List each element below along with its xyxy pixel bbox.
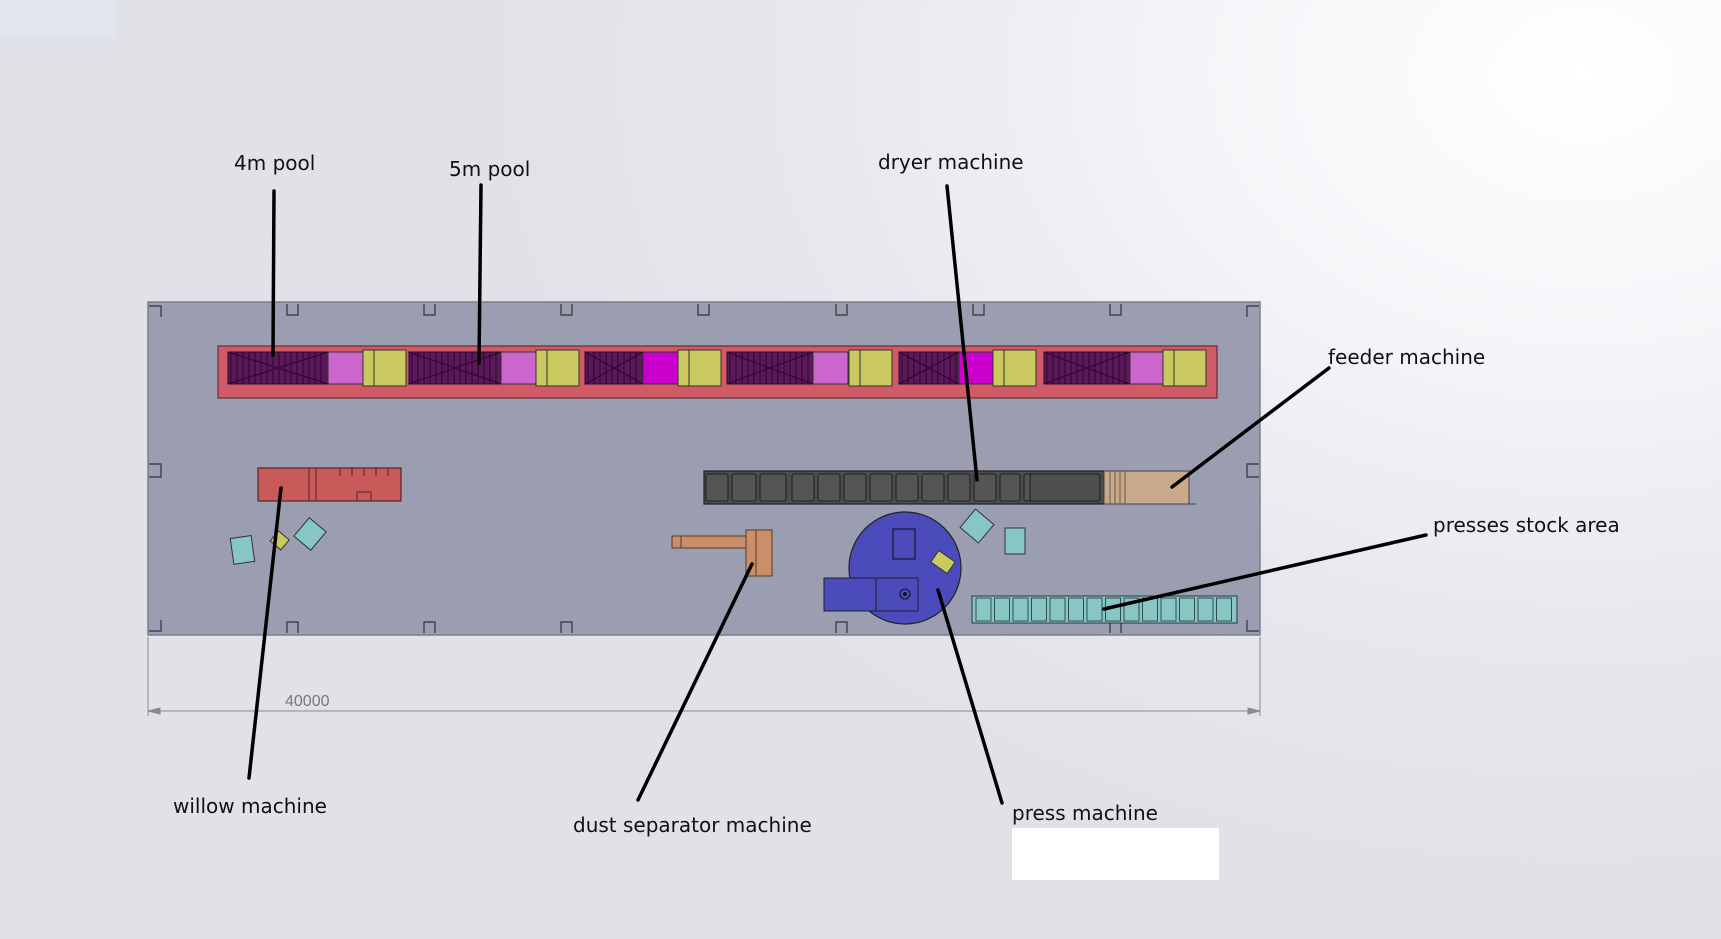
leader-feeder [1170, 366, 1331, 489]
pool-line [217, 345, 1218, 399]
dryer-machine [703, 470, 1105, 505]
leader-4m-pool [271, 189, 276, 357]
label-press-machine: press machine [1012, 801, 1158, 825]
label-4m-pool: 4m pool [234, 151, 316, 175]
leader-lines [247, 183, 1428, 805]
label-5m-pool: 5m pool [449, 157, 531, 181]
corner-tab [0, 0, 116, 37]
label-presses-stock-area: presses stock area [1433, 513, 1620, 537]
label-feeder-machine: feeder machine [1328, 345, 1486, 369]
label-dust-separator-machine: dust separator machine [573, 813, 812, 837]
label-dryer-machine: dryer machine [878, 150, 1024, 174]
press-machine [823, 508, 1026, 625]
width-dimension-line [147, 637, 1261, 716]
leader-willow [247, 486, 283, 780]
leader-press [936, 588, 1004, 805]
leader-dust-separator [636, 562, 754, 802]
pool-modules [227, 349, 1207, 387]
label-backdrop [1012, 828, 1219, 880]
width-dimension-value: 40000 [285, 693, 330, 710]
leader-dryer [945, 184, 979, 482]
leader-5m-pool [477, 183, 483, 365]
floor-anchor-marks [149, 304, 1259, 633]
feeder-machine [1103, 470, 1196, 505]
label-willow-machine: willow machine [173, 794, 327, 818]
leader-presses-stock [1102, 533, 1428, 611]
